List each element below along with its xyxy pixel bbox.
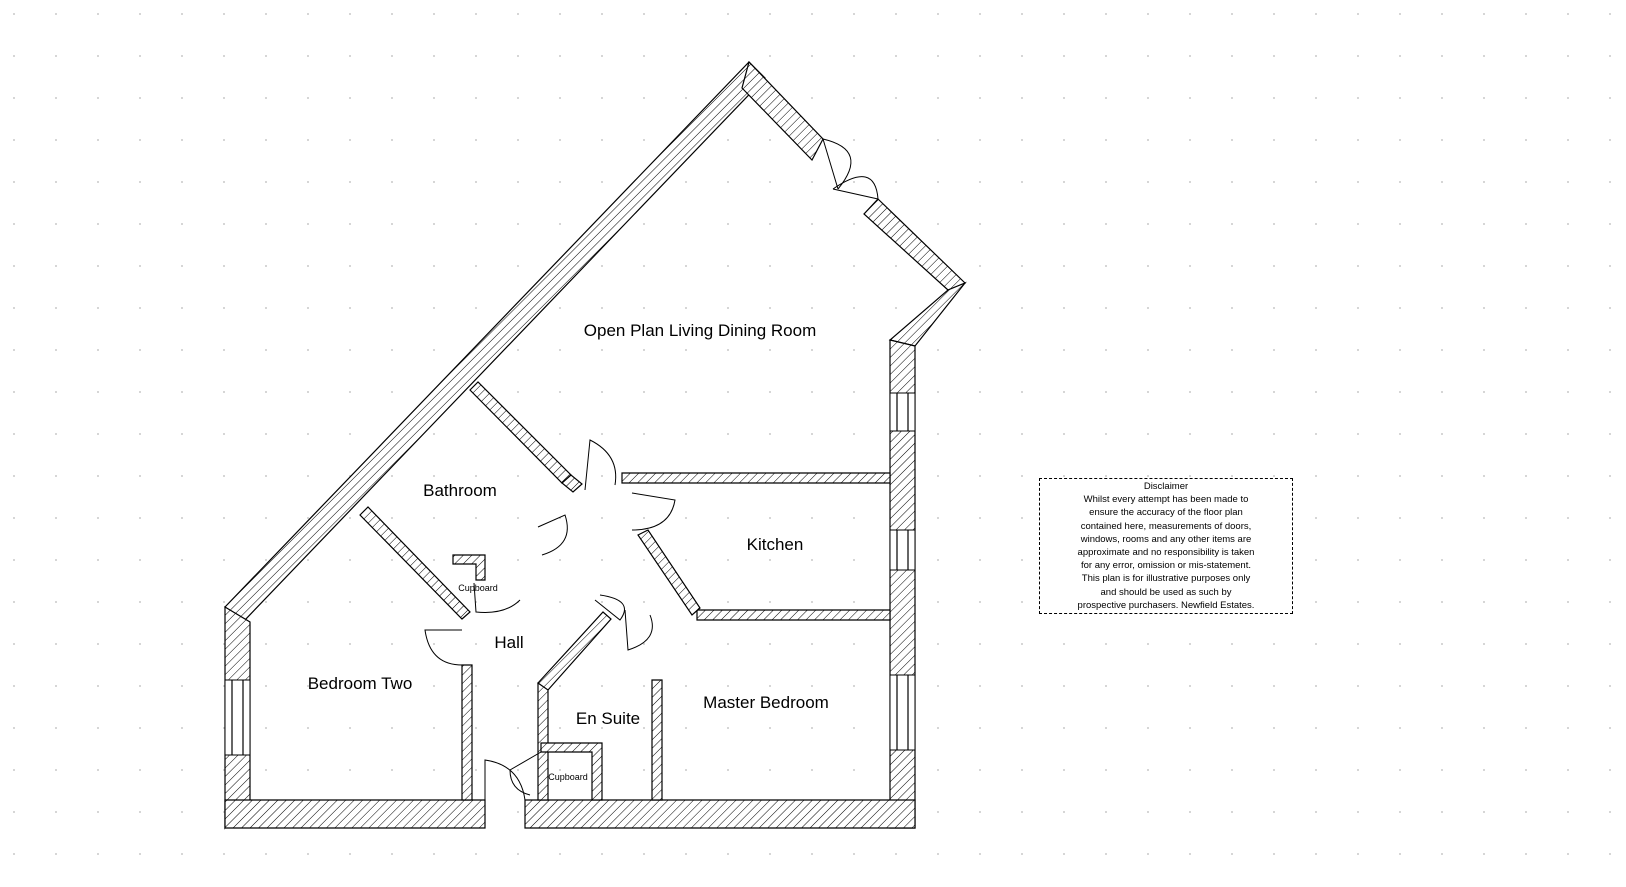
bedroom-two-door xyxy=(424,629,463,666)
doors xyxy=(424,138,879,801)
disclaimer-line: and should be used as such by xyxy=(1100,586,1232,598)
window-bedroom-two xyxy=(224,679,251,756)
room-label-master-bedroom: Master Bedroom xyxy=(703,693,829,712)
disclaimer-line: for any error, omission or mis-statement… xyxy=(1081,560,1251,572)
room-label-bedroom-two: Bedroom Two xyxy=(308,674,413,693)
room-label-bathroom: Bathroom xyxy=(423,481,497,500)
french-door-right xyxy=(832,176,879,200)
disclaimer-line: Whilst every attempt has been made to xyxy=(1083,494,1249,506)
room-label-living: Open Plan Living Dining Room xyxy=(584,321,816,340)
cupboard-door-lower xyxy=(509,751,542,796)
room-label-kitchen: Kitchen xyxy=(747,535,804,554)
room-label-cupboard-upper: Cupboard xyxy=(458,583,498,593)
disclaimer-line: contained here, measurements of doors, xyxy=(1080,520,1252,532)
window-kitchen xyxy=(889,529,916,571)
room-label-cupboard-lower: Cupboard xyxy=(548,772,588,782)
disclaimer-line: windows, rooms and any other items are xyxy=(1080,533,1252,545)
master-bedroom-door xyxy=(624,609,653,651)
disclaimer-line: prospective purchasers. Newfield Estates… xyxy=(1077,599,1255,611)
room-label-hall: Hall xyxy=(494,633,523,652)
disclaimer-box: Disclaimer Whilst every attempt has been… xyxy=(1039,478,1293,614)
window-master-bedroom xyxy=(889,674,916,751)
disclaimer-line: ensure the accuracy of the floor plan xyxy=(1089,507,1243,519)
disclaimer-line: approximate and no responsibility is tak… xyxy=(1077,547,1255,559)
en-suite-door xyxy=(594,594,625,621)
cupboard-door-upper xyxy=(473,582,521,613)
room-label-en-suite: En Suite xyxy=(576,709,640,728)
french-door-left xyxy=(822,138,852,190)
interior-walls xyxy=(359,381,891,801)
disclaimer-line: This plan is for illustrative purposes o… xyxy=(1081,573,1251,585)
bathroom-door xyxy=(537,514,568,556)
disclaimer-title: Disclaimer xyxy=(1143,481,1189,492)
window-living xyxy=(889,392,916,432)
living-door xyxy=(584,439,617,491)
windows xyxy=(224,392,916,756)
kitchen-door xyxy=(631,492,676,531)
